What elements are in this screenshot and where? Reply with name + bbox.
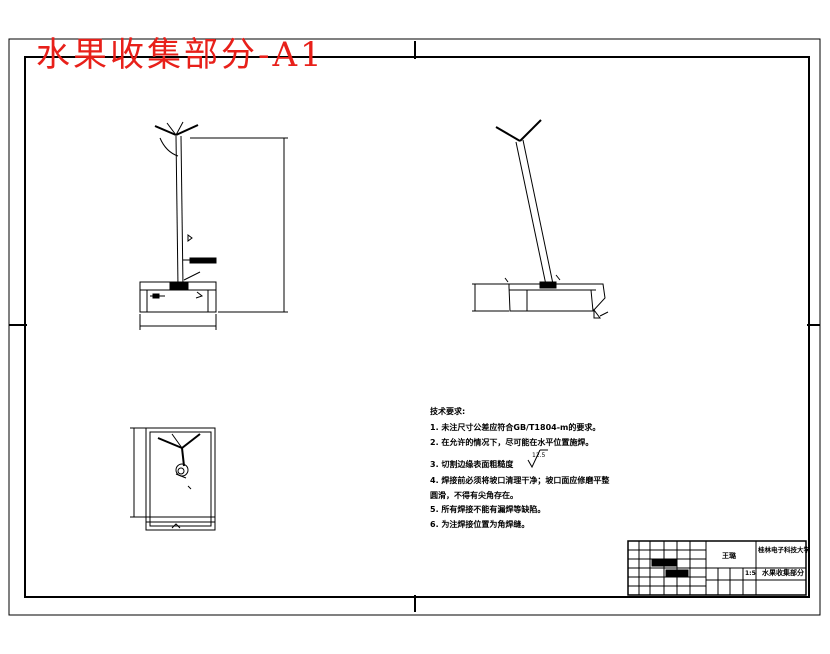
title-block xyxy=(627,540,807,596)
note-6: 6. 为注焊接位置为角焊缝。 xyxy=(430,519,530,529)
technical-requirements: 技术要求: 1. 未注尺寸公差应符合GB/T1804-m的要求。 2. 在允许的… xyxy=(430,406,660,532)
inner-border xyxy=(24,56,810,598)
top-view xyxy=(130,427,216,531)
part-name: 水果收集部分 xyxy=(762,569,804,577)
note-4: 4. 焊接前必须将坡口清理干净；坡口面应修磨平整 xyxy=(430,476,610,485)
centering-marks xyxy=(9,41,820,612)
note-3-text: 3. 切割边缘表面粗糙度 xyxy=(430,460,514,469)
note-4-cont: 圆滑，不得有尖角存在。 xyxy=(430,490,518,500)
roughness-symbol xyxy=(527,449,548,469)
scale-value: 1:5 xyxy=(745,570,756,577)
note-5: 5. 所有焊接不能有漏焊等缺陷。 xyxy=(430,505,546,514)
designer-name: 王璐 xyxy=(722,552,736,560)
note-1: 1. 未注尺寸公差应符合GB/T1804-m的要求。 xyxy=(430,423,601,432)
notes-heading: 技术要求: xyxy=(430,407,466,416)
isometric-view xyxy=(472,119,609,319)
front-view xyxy=(139,121,288,330)
drawing-title: 水果收集部分-A1 xyxy=(36,35,325,75)
school-name: 桂林电子科技大学 xyxy=(758,546,810,554)
outer-frame xyxy=(8,38,821,616)
note-2: 2. 在允许的情况下，尽可能在水平位置施焊。 xyxy=(430,437,594,447)
note-3: 3. 切割边缘表面粗糙度 xyxy=(430,450,660,474)
roughness-value: 12.5 xyxy=(532,452,546,459)
